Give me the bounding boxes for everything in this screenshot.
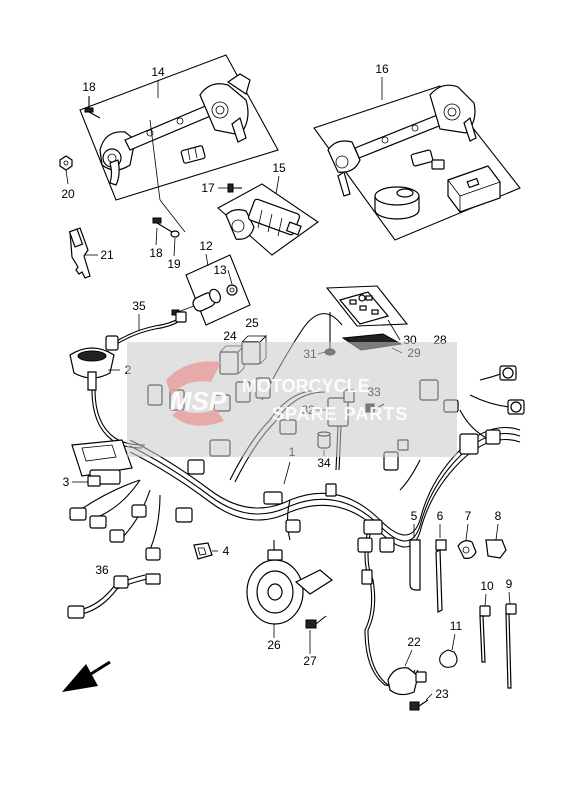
callout-4: 4 [223,544,230,558]
cable-tie-10 [479,605,491,663]
callout-25: 25 [245,316,259,330]
callout-7: 7 [465,509,472,523]
callout-5: 5 [411,509,418,523]
sub-harness-36 [67,573,161,619]
callout-35: 35 [132,299,146,313]
part-group-14 [79,54,279,233]
part-group-12 [171,254,251,326]
callout-20: 20 [61,187,75,201]
cable-tie-9 [505,603,517,689]
sub-harness-35 [105,311,187,351]
callout-11: 11 [450,619,463,633]
callout-26: 26 [267,638,281,652]
callout-34: 34 [317,456,331,470]
callout-21: 21 [100,248,114,262]
clip-8 [485,539,507,559]
callout-18-lower: 18 [149,246,163,260]
watermark-line2: SPARE PARTS [272,404,408,424]
callout-17: 17 [201,181,215,195]
callout-23: 23 [435,687,449,701]
clip-7 [457,540,477,559]
callout-15: 15 [272,161,286,175]
callout-14: 14 [151,65,165,79]
fuse-box-28 [325,285,409,351]
callout-3: 3 [63,475,70,489]
bolt-icon [305,615,327,629]
clamp-5 [409,539,421,591]
callout-18: 18 [82,80,96,94]
callout-36: 36 [95,563,109,577]
screw-icon [84,96,101,119]
front-arrow-icon [62,660,111,692]
horn-26 [246,540,334,625]
part-group-15 [217,183,319,256]
screw-icon [218,183,242,193]
callout-19: 19 [167,257,181,271]
part-group-16 [313,84,521,241]
callout-6: 6 [437,509,444,523]
callout-8: 8 [495,509,502,523]
bolt-icon [409,699,429,711]
callout-24: 24 [223,329,237,343]
key-icon [68,227,91,279]
callout-12: 12 [199,239,213,253]
watermark-logo: MSP [166,361,227,426]
callout-10: 10 [480,579,494,593]
nut-icon [59,155,73,171]
watermark-line1: MOTORCYCLE [242,376,370,396]
callout-22: 22 [407,635,421,649]
handlebar-switch-2 [69,347,146,449]
callout-13: 13 [213,263,227,277]
sensor-22 [387,667,427,696]
clamp-4 [193,542,213,560]
watermark-logo-text: MSP [170,386,227,416]
watermark: MSP MOTORCYCLE SPARE PARTS [127,342,457,457]
callout-16: 16 [375,62,389,76]
callout-27: 27 [303,654,317,668]
callout-9: 9 [506,577,513,591]
clamp-11 [439,649,458,668]
bolt-icon [152,217,180,238]
cable-tie-6 [435,539,447,613]
